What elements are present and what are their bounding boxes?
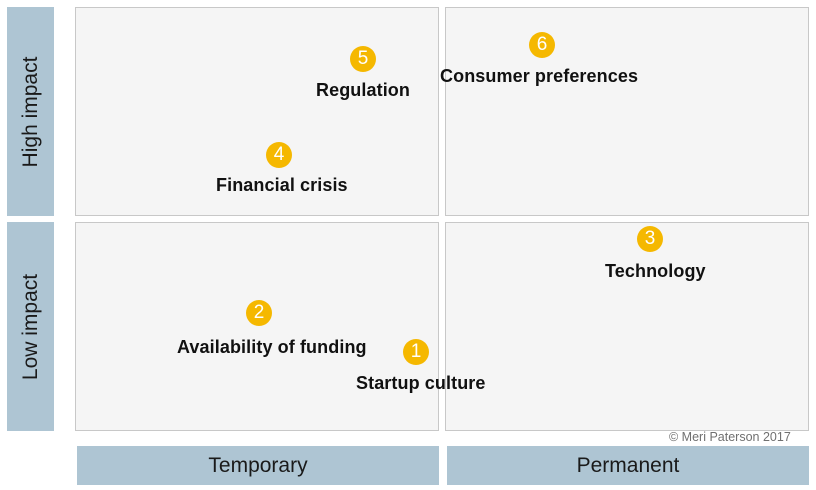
item-label: Consumer preferences xyxy=(440,66,639,86)
quadrant-high-impact-temporary xyxy=(75,7,439,216)
item-label: Regulation xyxy=(316,80,410,100)
axis-label-low-impact: Low impact xyxy=(7,222,54,431)
axis-label-permanent-text: Permanent xyxy=(576,453,680,477)
copyright-notice: © Meri Paterson 2017 xyxy=(669,430,791,444)
item-number-badge: 5 xyxy=(350,46,376,72)
item-number-badge: 6 xyxy=(529,32,555,58)
axis-label-low-impact-text: Low impact xyxy=(18,273,42,380)
item-label: Technology xyxy=(605,261,706,281)
item-number-badge: 3 xyxy=(637,226,663,252)
item-label: Startup culture xyxy=(356,373,486,393)
quadrant-low-impact-permanent xyxy=(445,222,809,431)
axis-label-high-impact-text: High impact xyxy=(18,56,42,167)
item-number-badge: 2 xyxy=(246,300,272,326)
axis-label-high-impact: High impact xyxy=(7,7,54,216)
item-number-badge: 1 xyxy=(403,339,429,365)
axis-label-temporary-text: Temporary xyxy=(208,453,308,477)
axis-label-temporary: Temporary xyxy=(77,446,439,485)
quadrant-high-impact-permanent xyxy=(445,7,809,216)
item-number-badge: 4 xyxy=(266,142,292,168)
quadrant-low-impact-temporary xyxy=(75,222,439,431)
item-label: Financial crisis xyxy=(216,175,348,195)
axis-label-permanent: Permanent xyxy=(447,446,809,485)
item-label: Availability of funding xyxy=(177,337,367,357)
